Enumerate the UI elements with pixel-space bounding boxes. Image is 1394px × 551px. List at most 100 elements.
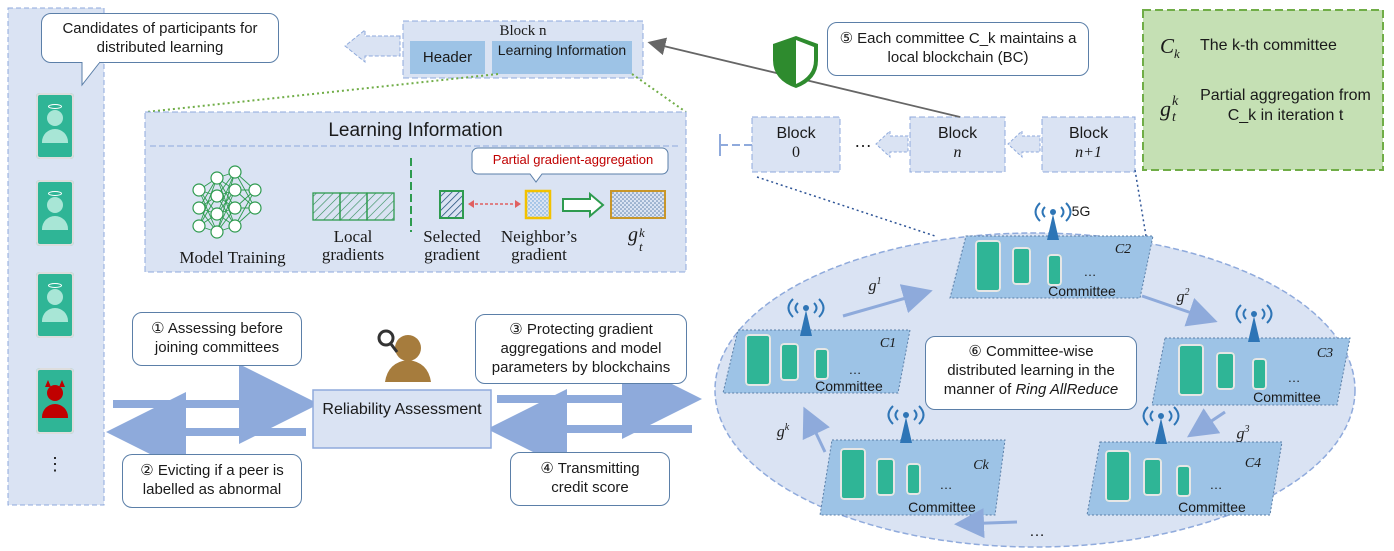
committee-c1-label: Committee: [815, 378, 883, 394]
partial-agg-bubble: [471, 147, 669, 183]
c1-label: C1: [879, 336, 897, 351]
learning-panel-title: Learning Information: [328, 120, 503, 141]
gk-label: gk: [776, 422, 790, 441]
header-cell: [410, 41, 485, 74]
c2-label: C2: [1114, 242, 1132, 257]
phone-icon: [1143, 458, 1162, 496]
neighbor-gradient-icon: [524, 189, 552, 220]
phone-icon: [745, 334, 771, 386]
block-n-arrow: [344, 28, 401, 64]
bottom-ellipsis: …: [1029, 523, 1045, 540]
legend-ck-desc: The k-th committee: [1200, 37, 1337, 54]
chain-ellipsis: …: [854, 131, 872, 151]
step1-callout: ① Assessing before joining committees: [132, 312, 302, 366]
phone-icon: [1178, 344, 1204, 396]
local-gradients-icon: [312, 192, 395, 221]
user-icon: [47, 197, 63, 213]
phone-icon: [1012, 247, 1031, 285]
phone-icon: [1176, 465, 1191, 497]
learning-info-cell: [492, 41, 632, 74]
ck-label: Ck: [973, 458, 989, 473]
partial-agg-label: Partial gradient-aggregation: [492, 152, 654, 167]
aggregate-arrow: [562, 191, 605, 219]
step5-text: ⑤ Each committee C_k maintains a local b…: [839, 30, 1077, 66]
committee-ck-label: Committee: [908, 499, 976, 515]
block-n-title: Block n: [499, 23, 547, 39]
learning-info-label: Learning Information: [497, 42, 627, 58]
aggregated-gradient-icon: [610, 190, 666, 219]
local-gradients-label: Local gradients: [321, 227, 385, 264]
user-icon: [47, 289, 63, 305]
step6-callout: ⑥ Committee-wise distributed learning in…: [925, 336, 1137, 410]
step4-callout: ④ Transmitting credit score: [510, 452, 670, 506]
c3-label: C3: [1316, 346, 1334, 361]
tower-icon-c3: [1248, 311, 1260, 342]
selected-gradient-label: Selected gradient: [423, 227, 481, 264]
phone-icon: [780, 343, 799, 381]
halo-icon: [48, 191, 62, 196]
candidates-callout: Candidates of participants for distribut…: [41, 13, 279, 63]
exchange-arrow: [468, 200, 521, 208]
legend-g-desc: Partial aggregation from C_k in iteratio…: [1200, 87, 1371, 124]
c4-label: C4: [1244, 456, 1262, 471]
phone-icon: [906, 463, 921, 495]
neighbor-gradient-label: Neighbor’s gradient: [500, 227, 578, 264]
g2-label: g2: [1176, 287, 1190, 306]
block-n-chain: [909, 116, 1006, 173]
selected-gradient-icon: [439, 190, 464, 219]
legend-ck-symbol: Ck: [1160, 34, 1180, 62]
g1-label: g1: [868, 276, 882, 295]
tower-icon-ck: [900, 412, 912, 443]
candidates-callout-text: Candidates of participants for distribut…: [62, 20, 258, 56]
block-n1-chain: [1041, 116, 1136, 173]
phone-icon: [1047, 254, 1062, 286]
candidate-phone-3[interactable]: [36, 272, 74, 338]
candidate-phone-1[interactable]: [36, 93, 74, 159]
committee-c2-label: Committee: [1048, 283, 1116, 299]
investigator-icon: [377, 329, 431, 382]
step2-callout: ② Evicting if a peer is labelled as abno…: [122, 454, 302, 508]
step3-callout: ③ Protecting gradient aggregations and m…: [475, 314, 687, 384]
step1-text: ① Assessing before joining committees: [151, 320, 283, 356]
step5-callout: ⑤ Each committee C_k maintains a local b…: [827, 22, 1089, 76]
phone-icon: [1216, 352, 1235, 390]
user-icon: [47, 110, 63, 126]
committee-c1-ellipsis: …: [848, 362, 862, 377]
legend-box: [1142, 9, 1384, 171]
candidate-phone-malicious[interactable]: [36, 368, 74, 434]
step3-text: ③ Protecting gradient aggregations and m…: [491, 321, 671, 376]
devil-icon: [47, 385, 63, 401]
committee-c4-ellipsis: …: [1209, 477, 1223, 492]
reliability-label[interactable]: Reliability Assessment: [322, 401, 482, 418]
phone-icon: [1252, 358, 1267, 390]
step6-text: ⑥ Committee-wise distributed learning in…: [943, 343, 1119, 398]
step2-text: ② Evicting if a peer is labelled as abno…: [140, 462, 284, 498]
committee-ck-ellipsis: …: [939, 477, 953, 492]
candidates-ellipsis: ⋮: [46, 454, 64, 474]
halo-icon: [48, 283, 62, 288]
phone-icon: [1105, 450, 1131, 502]
phone-icon: [840, 448, 866, 500]
model-training-label: Model Training: [179, 248, 286, 267]
step4-text: ④ Transmitting credit score: [540, 460, 640, 496]
block-0: [751, 116, 841, 173]
candidate-phone-2[interactable]: [36, 180, 74, 246]
halo-icon: [48, 104, 62, 109]
committee-c3-label: Committee: [1253, 389, 1321, 405]
reliability-box: [312, 389, 492, 449]
shield-icon: [773, 36, 818, 88]
tower-icon-c1: [800, 305, 812, 336]
fiveg-label: 5G: [1071, 203, 1091, 219]
phone-icon: [814, 348, 829, 380]
phone-icon: [975, 240, 1001, 292]
committee-c3-ellipsis: …: [1287, 370, 1301, 385]
neural-net-icon: [192, 165, 262, 239]
committee-c2-ellipsis: …: [1083, 264, 1097, 279]
phone-icon: [876, 458, 895, 496]
tower-icon-c2: [1047, 209, 1059, 240]
